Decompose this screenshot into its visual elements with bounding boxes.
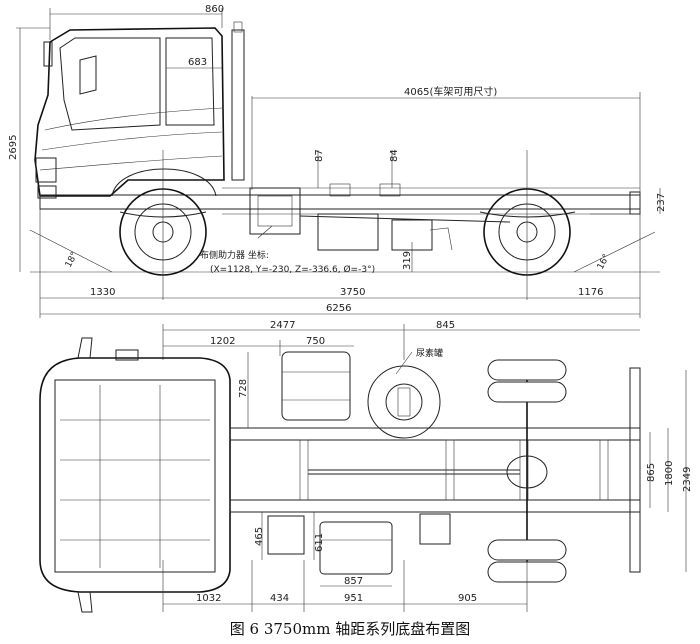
dim-237: 237	[656, 193, 667, 212]
dim-2477: 2477	[270, 320, 295, 331]
departure-angle: 16°	[596, 253, 612, 272]
dim-overall-length: 6256	[326, 303, 351, 314]
dim-84: 84	[389, 149, 400, 162]
dim-1202: 1202	[210, 336, 235, 347]
approach-angle: 18°	[64, 251, 80, 270]
dim-728: 728	[238, 379, 249, 398]
dim-865: 865	[646, 463, 657, 482]
dim-905: 905	[458, 593, 477, 604]
booster-annotation-line1: 布侧助力器 坐标:	[200, 249, 269, 261]
dim-2349: 2349	[682, 467, 693, 492]
dim-wheelbase: 3750	[340, 287, 365, 298]
dim-2695: 2695	[8, 135, 19, 160]
side-view: 860 683 2695 4065(车架可用尺寸) 87 84 237 319 …	[8, 4, 667, 318]
dim-860: 860	[205, 4, 224, 15]
figure-caption: 图 6 3750mm 轴距系列底盘布置图	[230, 620, 470, 638]
urea-tank-label: 尿素罐	[416, 347, 443, 359]
dim-front-overhang: 1330	[90, 287, 115, 298]
dim-434: 434	[270, 593, 289, 604]
dim-rear-overhang: 1176	[578, 287, 603, 298]
dim-683: 683	[188, 57, 207, 68]
dim-857: 857	[344, 576, 363, 587]
dim-319: 319	[402, 251, 413, 270]
top-view: 2477 845 1202 750	[39, 320, 693, 613]
booster-annotation-line2: (X=1128, Y=-230, Z=-336.6, Ø=-3°)	[210, 264, 375, 275]
dim-frame-usable: 4065(车架可用尺寸)	[404, 85, 497, 98]
dim-951: 951	[344, 593, 363, 604]
dim-611: 611	[314, 533, 325, 552]
dim-845: 845	[436, 320, 455, 331]
dim-465: 465	[254, 527, 265, 546]
dim-750: 750	[306, 336, 325, 347]
dim-1800: 1800	[664, 461, 675, 486]
dim-1032: 1032	[196, 593, 221, 604]
dim-87: 87	[314, 149, 325, 162]
